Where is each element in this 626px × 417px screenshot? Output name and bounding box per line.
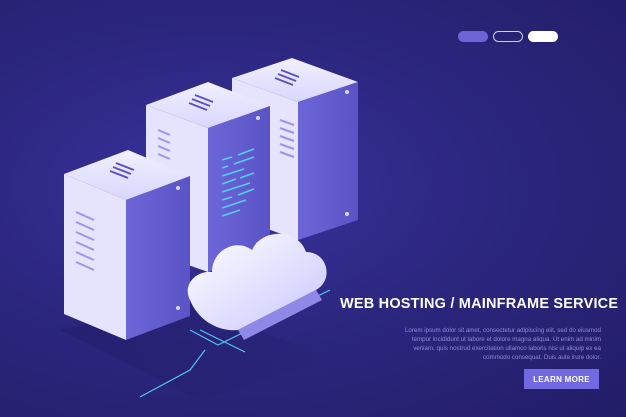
headline: WEB HOSTING / MAINFRAME SERVICE: [340, 296, 619, 312]
slide-dot-2[interactable]: [493, 31, 523, 42]
learn-more-button[interactable]: LEARN MORE: [524, 369, 599, 389]
slide-dot-1[interactable]: [458, 31, 488, 42]
slide-dot-3[interactable]: [528, 31, 558, 42]
server-screen: [221, 148, 255, 217]
slide-pager: [458, 31, 558, 42]
body-text: Lorem ipsum dolor sit amet, consectetur …: [404, 327, 601, 361]
server-front-left: [64, 150, 190, 340]
cloud-icon: [187, 233, 327, 340]
